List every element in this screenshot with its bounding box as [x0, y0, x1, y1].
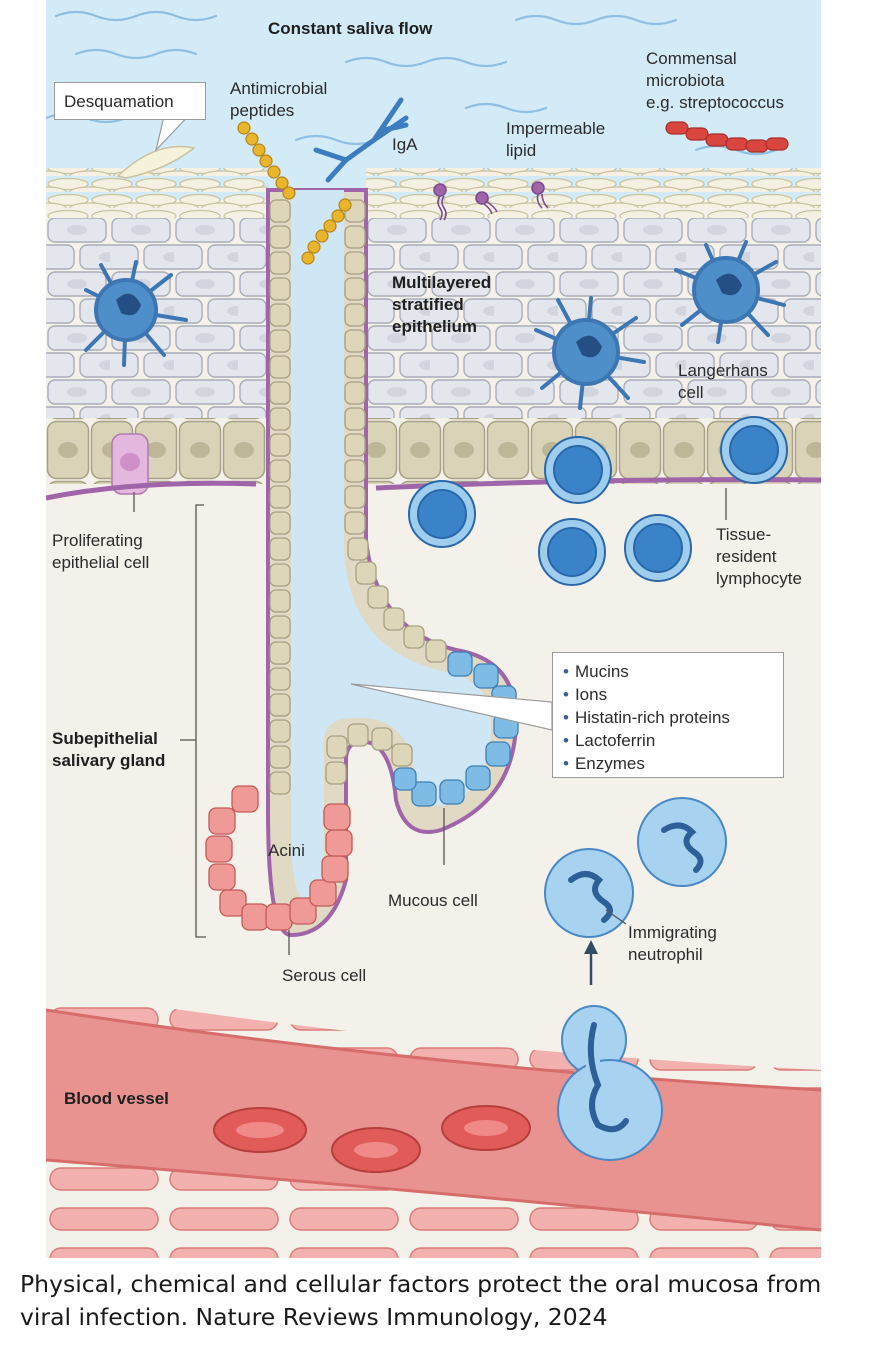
label-commensal-microbiota: Commensal microbiota e.g. streptococcus — [646, 49, 784, 112]
serous-cells — [205, 785, 353, 931]
iga-molecule — [313, 97, 409, 183]
antimicrobial-peptides — [237, 121, 352, 265]
label-acini: Acini — [268, 841, 305, 860]
label-serous-cell: Serous cell — [282, 966, 367, 985]
saliva-waves — [46, 10, 778, 156]
figure-caption: Physical, chemical and cellular factors … — [20, 1270, 822, 1331]
label-proliferating-cell: Proliferating epithelial cell — [52, 531, 150, 572]
label-blood-vessel: Blood vessel — [64, 1089, 169, 1108]
neutrophil-nuclei — [568, 822, 704, 1133]
desquamating-cell — [116, 145, 196, 179]
label-saliva-flow: Constant saliva flow — [268, 19, 433, 38]
duct-cells — [269, 199, 447, 795]
neutrophils — [544, 797, 727, 1161]
callout-lines — [133, 488, 727, 955]
blood-vessel — [46, 990, 821, 1258]
label-langerhans-cell: Langerhans cell — [678, 361, 768, 402]
saliva-component-item: Lactoferrin — [563, 729, 773, 752]
label-iga: IgA — [392, 135, 418, 154]
migration-arrowhead — [584, 940, 598, 954]
saliva-components-box: Mucins Ions Histatin-rich proteins Lacto… — [552, 652, 784, 778]
left-epithelium — [46, 168, 268, 495]
label-immigrating-neutrophil: Immigrating neutrophil — [628, 923, 717, 964]
label-tissue-resident-lymphocyte: Tissue- resident lymphocyte — [716, 525, 802, 588]
label-stratified-epithelium: Multilayered stratified epithelium — [392, 273, 492, 336]
langerhans-cell-left — [84, 260, 188, 367]
oral-mucosa-figure: Constant saliva flow Desquamation Antimi… — [46, 0, 821, 1258]
desquamation-box — [54, 82, 206, 120]
label-impermeable-lipid: Impermeable lipid — [506, 119, 606, 160]
saliva-component-item: Histatin-rich proteins — [563, 706, 773, 729]
saliva-component-item: Enzymes — [563, 752, 773, 775]
langerhans-cell-right — [674, 240, 786, 344]
basement-membrane-left — [46, 480, 257, 501]
impermeable-lipids — [433, 181, 549, 221]
langerhans-cell-center — [534, 296, 646, 410]
lymphocytes — [408, 416, 788, 586]
duct-lumen — [291, 190, 491, 900]
label-desquamation: Desquamation — [64, 92, 174, 111]
saliva-component-item: Mucins — [563, 660, 773, 683]
label-antimicrobial-peptides: Antimicrobial peptides — [230, 79, 328, 120]
mucosa-illustration — [46, 0, 821, 1258]
saliva-component-item: Ions — [563, 683, 773, 706]
streptococcus-chain — [665, 121, 789, 153]
label-mucous-cell: Mucous cell — [388, 891, 478, 910]
label-subepithelial-gland: Subepithelial salivary gland — [52, 729, 166, 770]
